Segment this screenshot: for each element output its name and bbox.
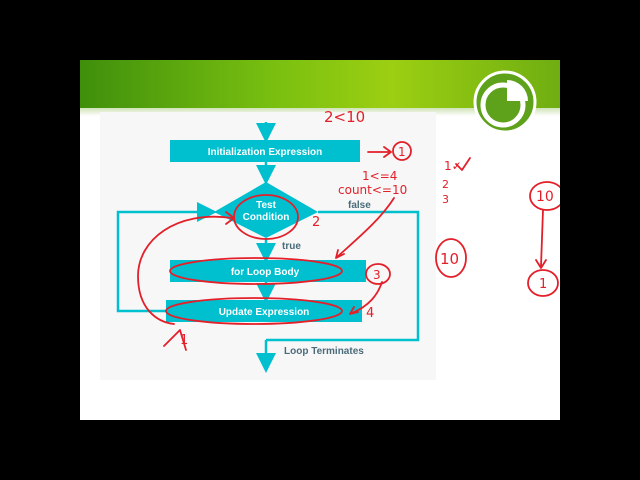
test-label-line2: Condition	[243, 212, 290, 223]
note-count: count<=10	[338, 183, 407, 197]
update-box	[166, 300, 362, 322]
loop-trace-stroke	[137, 215, 233, 325]
loop-body-box	[170, 260, 366, 282]
count-to-body-arrow	[335, 197, 395, 259]
bottom-stroke	[163, 329, 187, 351]
loop-back-path	[116, 202, 217, 313]
note-check: 1✓	[444, 159, 462, 173]
init-note-arrow	[367, 146, 392, 158]
note-step-one: 1	[398, 145, 406, 159]
update-circle	[165, 297, 343, 325]
note-update-number: 4	[366, 306, 374, 321]
update-label: Update Expression	[219, 307, 310, 318]
right-down-arrow	[535, 209, 547, 269]
test-condition-circle	[233, 194, 299, 240]
right-ten-circle	[529, 181, 560, 211]
step-one-circle	[392, 141, 412, 161]
note-right-bottom: 1	[539, 277, 547, 292]
right-bottom-circle	[527, 269, 559, 297]
note-three-a: 3	[442, 193, 449, 206]
note-compare: 1<=4	[362, 169, 397, 183]
init-box	[170, 140, 360, 162]
handwritten-annotations: 2<10 1 1✓ 1<=4 count<=10 2 3 2 3 4 1 10 …	[137, 108, 560, 351]
false-label: false	[348, 200, 371, 211]
check-stroke	[455, 157, 471, 171]
loop-body-label: for Loop Body	[231, 267, 300, 278]
test-label-line1: Test	[256, 200, 276, 211]
true-label: true	[282, 241, 301, 252]
note-body-number: 3	[373, 268, 381, 282]
note-center-ten: 10	[440, 250, 459, 268]
note-two-a: 2	[442, 178, 449, 191]
loop-body-circle	[169, 257, 343, 285]
terminate-label: Loop Terminates	[284, 346, 364, 357]
init-label: Initialization Expression	[208, 147, 322, 158]
loop-trace-head	[225, 211, 235, 225]
test-condition-diamond	[214, 182, 318, 238]
update-note-arrow	[349, 281, 383, 315]
note-cond-number: 2	[312, 215, 320, 230]
note-bottom-number: 1	[180, 333, 188, 348]
false-path	[266, 210, 420, 342]
note-right-ten: 10	[536, 189, 554, 205]
center-ten-circle	[435, 238, 467, 278]
presentation-slide: Initialization Expression Test Condition…	[80, 60, 560, 420]
for-loop-flowchart: Initialization Expression Test Condition…	[100, 112, 436, 380]
note-top: 2<10	[324, 108, 365, 126]
body-number-circle	[365, 263, 391, 285]
pie-chart-icon	[473, 70, 537, 134]
